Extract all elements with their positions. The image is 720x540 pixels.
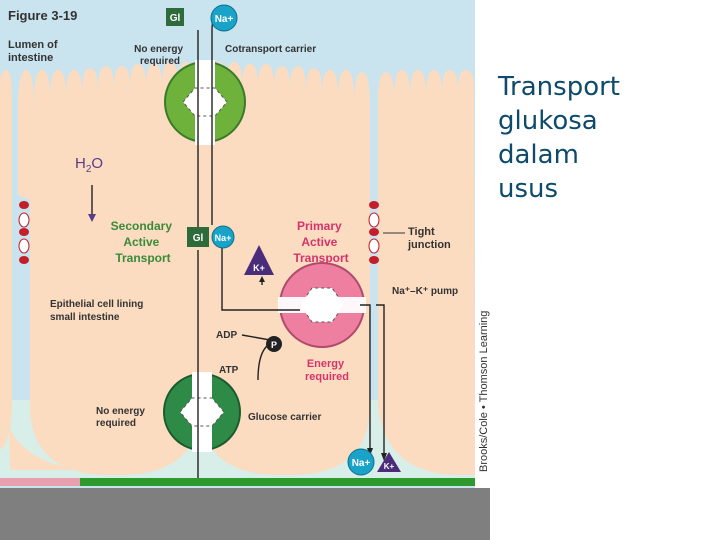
energy-required-label: Energy required	[305, 358, 349, 383]
phosphate-group: P	[266, 336, 282, 352]
no-energy-top-label: No energy required	[134, 44, 186, 67]
potassium-ion-mid: K+	[244, 245, 274, 275]
basement-membrane-pink	[0, 478, 80, 486]
glucose-molecule-top: Gl	[166, 8, 184, 26]
svg-text:Gl: Gl	[193, 233, 204, 244]
basement-membrane	[0, 478, 475, 486]
tight-junction-label: Tight junction	[407, 226, 451, 251]
cotransport-label: Cotransport carrier	[225, 44, 316, 55]
sodium-ion-bottom: Na+	[347, 448, 375, 476]
secondary-active-label: Secondary Active Transport	[111, 219, 176, 265]
epithelial-label: Epithelial cell lining small intestine	[50, 299, 146, 323]
title-line-2: glukosa	[498, 106, 598, 136]
epithelial-cell-right	[378, 70, 475, 475]
glucose-carrier-label: Glucose carrier	[248, 412, 321, 423]
glucose-molecule-mid: Gl	[187, 227, 209, 247]
svg-text:Na+: Na+	[215, 14, 234, 25]
publisher-credit: Brooks/Cole • Thomson Learning	[478, 311, 490, 472]
footer-gray-bar	[0, 488, 490, 540]
epithelial-cell-far-left	[0, 70, 12, 450]
water-label: H2O	[75, 155, 103, 175]
tight-junction-left	[18, 201, 30, 264]
title-line-1: Transport	[498, 72, 621, 102]
glucose-transport-figure: Gl Na+ Gl Na+ K+ P Na+ K+ Figure 3-19 Lu…	[0, 0, 490, 488]
svg-text:K+: K+	[384, 462, 395, 471]
adp-label: ADP	[216, 330, 237, 341]
sodium-ion-top: Na+	[210, 4, 238, 32]
svg-text:Gl: Gl	[170, 13, 181, 24]
svg-text:Na+: Na+	[215, 233, 232, 243]
svg-text:K+: K+	[253, 263, 265, 273]
no-energy-bottom-label: No energy required	[96, 406, 148, 429]
lumen-label: Lumen of intestine	[8, 39, 61, 64]
glucose-carrier	[163, 372, 241, 452]
figure-label: Figure 3-19	[8, 8, 77, 23]
title-line-3: dalam	[498, 140, 579, 170]
potassium-ion-bottom: K+	[377, 452, 401, 472]
primary-active-label: Primary Active Transport	[293, 219, 348, 265]
pump-label: Na⁺–K⁺ pump	[392, 286, 458, 297]
sodium-ion-mid: Na+	[211, 225, 235, 249]
svg-text:Na+: Na+	[352, 458, 371, 469]
cotransport-carrier	[164, 60, 246, 145]
atp-label: ATP	[219, 365, 239, 376]
na-k-pump	[278, 262, 366, 348]
tight-junction-right	[368, 201, 380, 264]
transport-pathways	[91, 11, 385, 478]
epithelial-cell-left	[18, 62, 370, 475]
svg-text:P: P	[271, 340, 277, 350]
title-line-4: usus	[498, 174, 559, 204]
slide-title: Transport glukosa dalam usus	[498, 70, 708, 206]
